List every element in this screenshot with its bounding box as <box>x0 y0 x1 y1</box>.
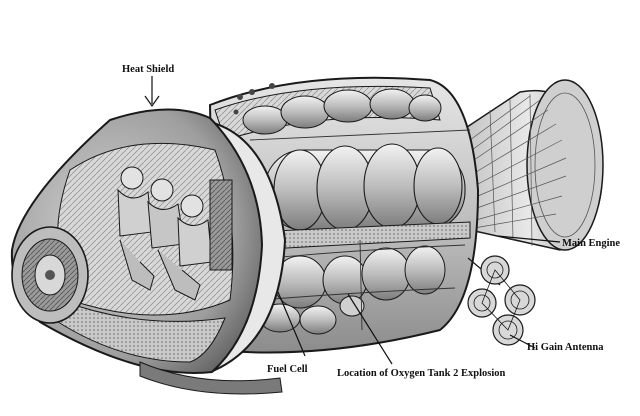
hi-gain-antenna <box>467 255 536 346</box>
astronauts <box>117 166 213 301</box>
main-engine-nozzle <box>454 79 604 251</box>
leader-lines <box>144 76 561 365</box>
middle-tanks <box>264 143 466 231</box>
hi-gain-antenna-label: Hi Gain Antenna <box>527 342 604 353</box>
docking-hatch <box>11 226 89 324</box>
lower-tanks <box>259 245 446 335</box>
command-module <box>10 108 283 395</box>
upper-tanks <box>242 88 442 135</box>
fuel-cell-label: Fuel Cell <box>267 364 308 375</box>
fuel-cell-leader <box>277 291 306 357</box>
heat-shield-label: Heat Shield <box>122 64 174 75</box>
hi-gain-antenna-leader <box>509 334 536 349</box>
oxygen-tank-leader <box>347 293 393 365</box>
arrow-down-icon <box>144 95 160 108</box>
main-engine-label: Main Engine <box>562 238 620 249</box>
main-engine-leader <box>497 235 561 243</box>
oxygen-tank-label: Location of Oxygen Tank 2 Explosion <box>337 368 505 379</box>
